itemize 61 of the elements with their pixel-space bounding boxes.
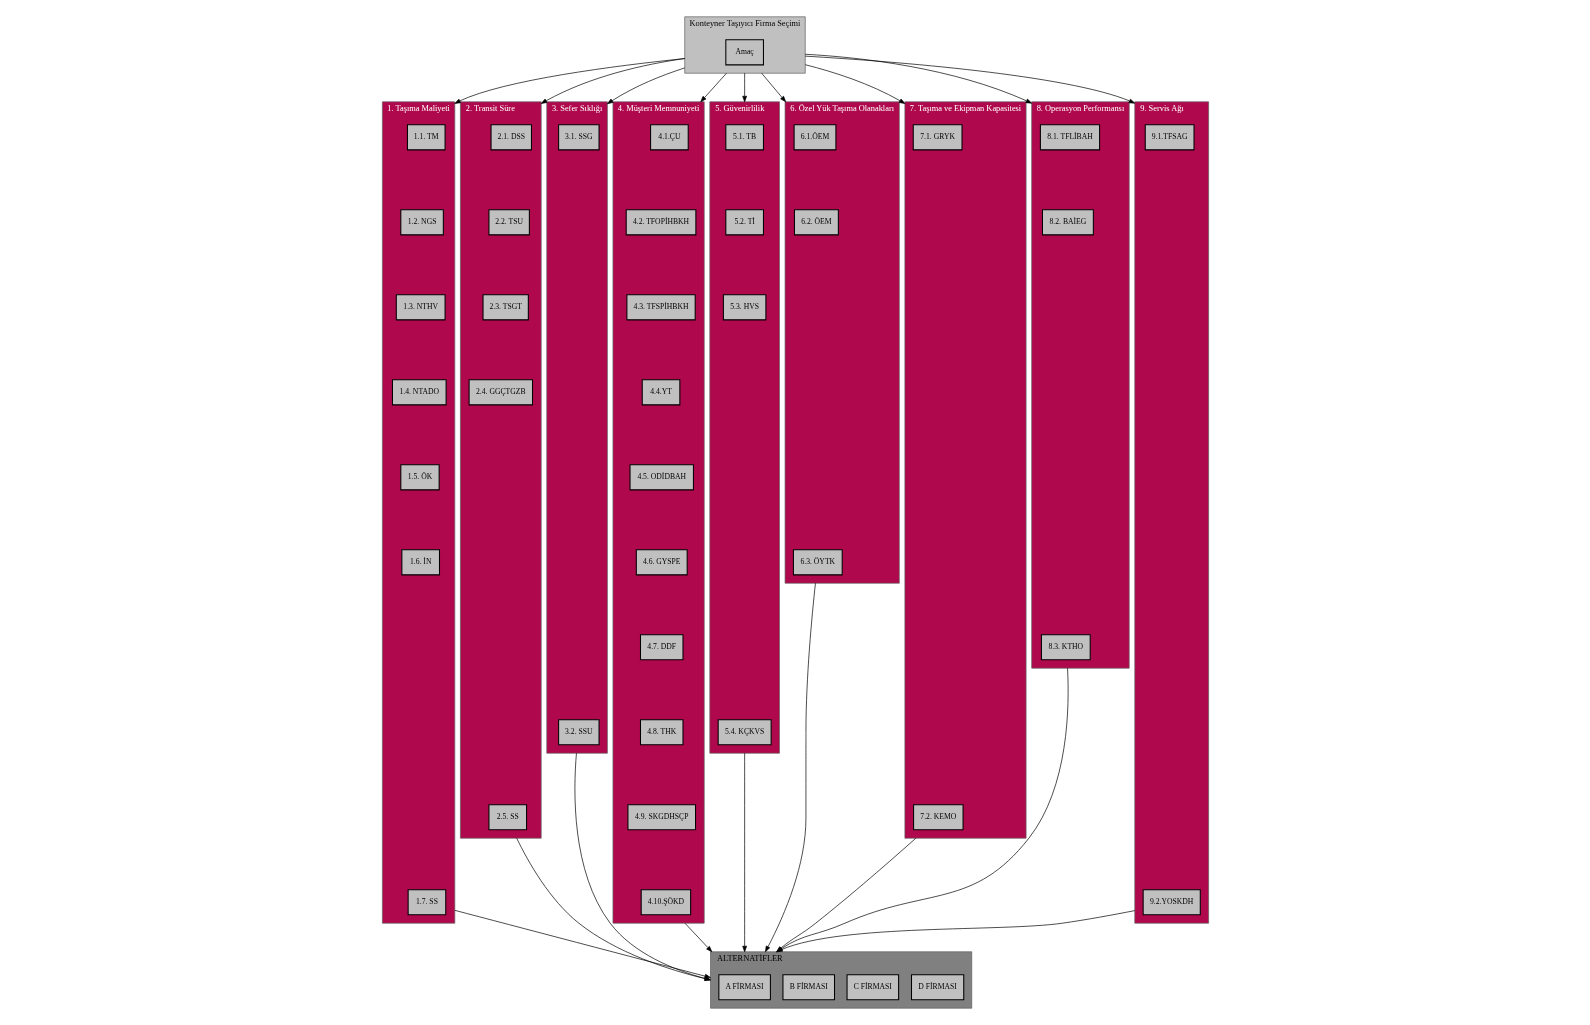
node-box: 5.2. Tİ — [724, 209, 764, 236]
arrow — [804, 64, 905, 104]
arrow — [453, 58, 685, 104]
node-box: 1.5. ÖK — [399, 464, 440, 491]
arrow — [775, 910, 1135, 953]
node-box: A FİRMASI — [717, 974, 771, 1001]
node-box: 1.3. NTHV — [395, 294, 446, 321]
node-box: 4.6. GYSPE — [635, 549, 688, 576]
node-box: 8.3. KTHO — [1040, 634, 1091, 661]
node-box: 7.1. GRYK — [912, 124, 963, 151]
arrow — [775, 667, 1068, 953]
node-box: 6.1.ÖEM — [793, 124, 836, 151]
node-box: 4.1.ÇU — [649, 124, 689, 151]
node-box: 1.2. NGS — [399, 209, 444, 236]
arrow — [574, 752, 711, 981]
node-box: 9.2.YOSKDH — [1142, 889, 1201, 916]
node-box: 1.4. NTADO — [391, 379, 447, 406]
node-box: 4.8. THK — [639, 719, 683, 746]
arrow — [699, 72, 727, 103]
arrow — [606, 67, 685, 105]
node-box: 4.3. TFSPİHBKH — [625, 294, 696, 321]
node-box: 1.1. TM — [406, 124, 446, 151]
arrow — [515, 837, 711, 981]
node-box: 2.5. SS — [487, 804, 527, 831]
node-box: D FİRMASI — [910, 974, 964, 1001]
node-box: 6.3. ÖYTK — [792, 549, 843, 576]
node-box: 5.3. HVS — [722, 294, 766, 321]
node-box: C FİRMASI — [846, 974, 899, 1001]
arrow — [804, 55, 1135, 104]
node-box: 3.1. SSG — [557, 124, 600, 151]
arrow — [741, 752, 747, 953]
node-box: 2.1. DSS — [490, 124, 532, 151]
node-box: 5.4. KÇKVS — [717, 719, 772, 746]
node-box: 4.9. SKGDHSÇP — [626, 804, 696, 831]
node-box: 8.1. TFLİBAH — [1039, 124, 1100, 151]
arrow — [804, 53, 1032, 104]
node-box: Amaç — [724, 39, 764, 66]
node-box: 4.4.YT — [641, 379, 680, 406]
node-box: 2.3. TSGT — [482, 294, 529, 321]
arrow — [453, 910, 711, 979]
node-box: 9.1.TFSAG — [1144, 124, 1195, 151]
arrow — [775, 837, 916, 953]
node-box: 1.7. SS — [407, 889, 446, 916]
node-box: 4.10.ŞÖKD — [640, 889, 691, 916]
node-box: 5.1. TB — [724, 124, 764, 151]
node-box: 1.6. İN — [400, 549, 440, 576]
node-box: 2.4. GGÇTGZB — [468, 379, 533, 406]
node-box: 4.5. ODİDBAH — [629, 464, 694, 491]
arrow — [540, 58, 685, 104]
arrow — [684, 922, 712, 953]
arrow — [741, 72, 747, 103]
node-box: 8.2. BAİEG — [1041, 209, 1094, 236]
node-box: 2.2. TSU — [487, 209, 530, 236]
node-box: B FİRMASI — [781, 974, 835, 1001]
node-box: 4.7. DDF — [639, 634, 683, 661]
node-box: 7.2. KEMO — [912, 804, 964, 831]
arrow — [764, 582, 816, 953]
arrow — [760, 72, 786, 103]
node-box: 4.2. TFOPİHBKH — [625, 209, 696, 236]
node-box: 3.2. SSU — [557, 719, 600, 746]
node-box: 6.2. ÖEM — [793, 209, 839, 236]
